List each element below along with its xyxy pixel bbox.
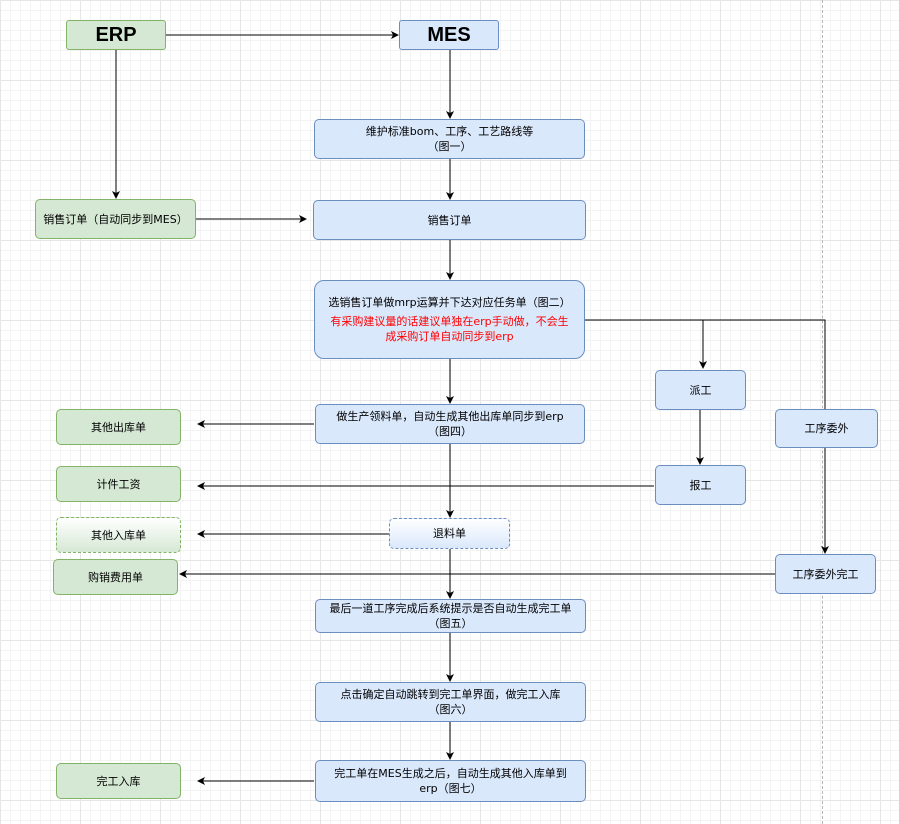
last-process-line-2: （图五） <box>428 617 473 630</box>
other-outbound-label: 其他出库单 <box>91 420 146 434</box>
maintain-bom-line-1: 维护标准bom、工序、工艺路线等 <box>365 125 534 138</box>
outsource-label: 工序委外 <box>804 422 849 435</box>
dispatch-label: 派工 <box>689 383 712 397</box>
edge-mrp-to-outsource-done <box>585 319 829 554</box>
material-issue-node[interactable]: 做生产领料单，自动生成其他出库单同步到erp （图四） <box>315 404 585 444</box>
mrp-task-label: 选销售订单做mrp运算并下达对应任务单（图二） <box>328 296 571 309</box>
mes-title-label: MES <box>427 23 471 46</box>
report-work-label: 报工 <box>689 478 712 492</box>
erp-title-label: ERP <box>95 23 137 46</box>
confirm-jump-line-1: 点击确定自动跳转到完工单界面，做完工入库 <box>340 688 561 701</box>
mrp-warning-line-1: 有采购建议量的话建议单独在erp手动做，不会生 <box>330 315 569 328</box>
report-work-node[interactable]: 报工 <box>655 465 746 505</box>
confirm-jump-line-2: （图六） <box>428 703 473 716</box>
completion-inbound-node[interactable]: 完工入库 <box>56 763 181 799</box>
other-inbound-label: 其他入库单 <box>91 528 146 542</box>
purchase-expense-node[interactable]: 购销费用单 <box>53 559 178 595</box>
completion-sync-line-2: erp（图七） <box>419 782 482 795</box>
maintain-bom-node[interactable]: 维护标准bom、工序、工艺路线等 （图一） <box>314 119 585 159</box>
mrp-task-node[interactable]: 选销售订单做mrp运算并下达对应任务单（图二） 有采购建议量的话建议单独在erp… <box>314 280 585 359</box>
mes-sales-order-label: 销售订单 <box>427 213 472 227</box>
last-process-line-1: 最后一道工序完成后系统提示是否自动生成完工单 <box>329 602 572 615</box>
last-process-node[interactable]: 最后一道工序完成后系统提示是否自动生成完工单 （图五） <box>315 599 586 633</box>
erp-sales-order-label: 销售订单（自动同步到MES） <box>43 212 188 226</box>
edge-mrp-to-dispatch <box>585 319 707 369</box>
completion-sync-node[interactable]: 完工单在MES生成之后，自动生成其他入库单到 erp（图七） <box>315 760 586 802</box>
maintain-bom-line-2: （图一） <box>427 140 472 153</box>
outsource-node[interactable]: 工序委外 <box>775 409 878 448</box>
other-outbound-node[interactable]: 其他出库单 <box>56 409 181 445</box>
confirm-jump-node[interactable]: 点击确定自动跳转到完工单界面，做完工入库 （图六） <box>315 682 586 722</box>
material-issue-line-2: （图四） <box>428 425 472 438</box>
mes-sales-order-node[interactable]: 销售订单 <box>313 200 586 240</box>
piece-wage-node[interactable]: 计件工资 <box>56 466 181 502</box>
material-return-node[interactable]: 退料单 <box>389 518 510 549</box>
erp-title-node[interactable]: ERP <box>66 20 166 50</box>
material-issue-line-1: 做生产领料单，自动生成其他出库单同步到erp <box>336 410 564 423</box>
mrp-warning-line-2: 成采购订单自动同步到erp <box>385 330 514 343</box>
outsource-done-node[interactable]: 工序委外完工 <box>775 554 876 594</box>
erp-sales-order-node[interactable]: 销售订单（自动同步到MES） <box>35 199 196 239</box>
outsource-done-label: 工序委外完工 <box>792 567 859 581</box>
completion-inbound-label: 完工入库 <box>96 774 141 788</box>
other-inbound-node[interactable]: 其他入库单 <box>56 517 181 553</box>
material-return-label: 退料单 <box>433 527 466 540</box>
mes-title-node[interactable]: MES <box>399 20 499 50</box>
dispatch-node[interactable]: 派工 <box>655 370 746 410</box>
purchase-expense-label: 购销费用单 <box>88 570 143 584</box>
completion-sync-line-1: 完工单在MES生成之后，自动生成其他入库单到 <box>334 767 567 780</box>
piece-wage-label: 计件工资 <box>96 477 141 491</box>
